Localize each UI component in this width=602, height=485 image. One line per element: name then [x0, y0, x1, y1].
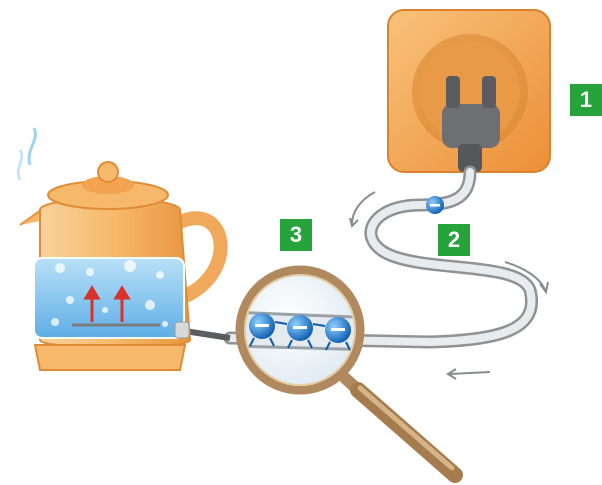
step-3-badge: 3	[280, 219, 312, 251]
step-1-badge: 1	[570, 84, 602, 116]
kettle-icon	[18, 128, 220, 370]
steam-icon	[29, 128, 35, 165]
magnifying-glass-icon	[230, 270, 455, 475]
electron-icon	[426, 196, 444, 214]
step-2-badge: 2	[438, 224, 470, 256]
